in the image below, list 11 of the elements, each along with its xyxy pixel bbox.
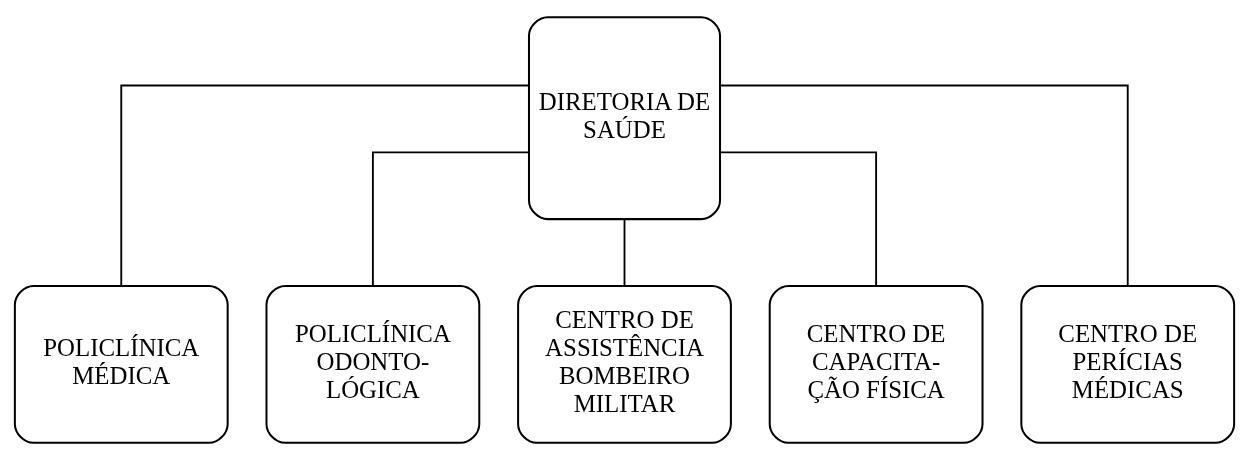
node-box: CENTRO DE ASSISTÊNCIA BOMBEIRO MILITAR bbox=[517, 284, 732, 444]
node-box: POLICLÍNICA MÉDICA bbox=[13, 284, 229, 444]
connector bbox=[719, 150, 878, 286]
node-box: CENTRO DE CAPACITA- ÇÃO FÍSICA bbox=[768, 284, 984, 444]
connector bbox=[623, 218, 626, 286]
connector bbox=[120, 84, 530, 286]
node-box: CENTRO DE PERÍCIAS MÉDICAS bbox=[1020, 284, 1236, 444]
node-box: DIRETORIA DE SAÚDE bbox=[527, 15, 722, 220]
connector bbox=[719, 84, 1129, 286]
node-box: POLICLÍNICA ODONTO- LÓGICA bbox=[265, 284, 481, 444]
connector bbox=[371, 150, 530, 286]
